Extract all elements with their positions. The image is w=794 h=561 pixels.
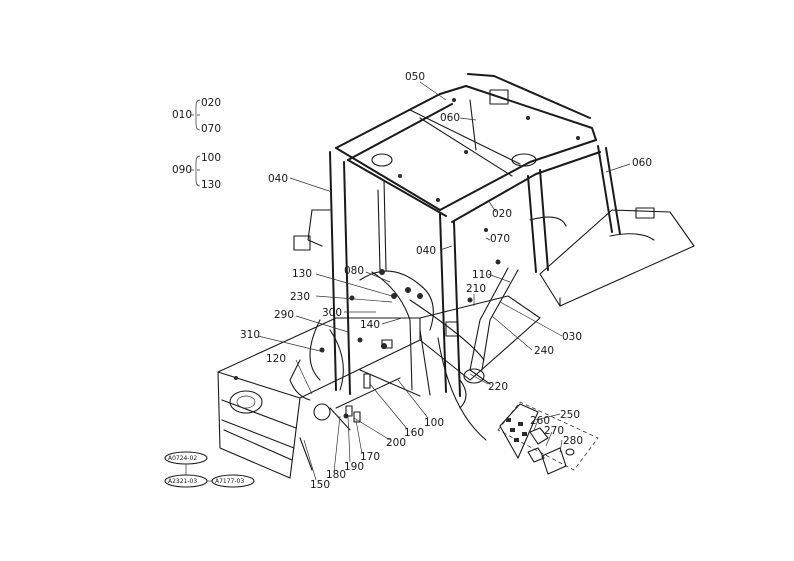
part-labels: 050 060 060 040 020 040 070 080 130 230 … (240, 71, 652, 491)
legend-code: 010 (172, 109, 192, 121)
ref-code-3: A7177-03 (215, 478, 244, 485)
part-label-270: 270 (544, 425, 564, 437)
tractor-body (217, 207, 695, 479)
reference-codes: A0724-02 A2321-03 A7177-03 (164, 451, 255, 488)
legend-010: 010 020 070 (172, 97, 221, 135)
part-label-280: 280 (563, 435, 583, 447)
part-label-070: 070 (490, 233, 510, 245)
part-label-220: 220 (488, 381, 508, 393)
part-label-150: 150 (310, 479, 330, 491)
part-label-230: 230 (290, 291, 310, 303)
part-label-040-left: 040 (268, 173, 288, 185)
ref-code-2: A2321-03 (168, 478, 197, 485)
part-label-120: 120 (266, 353, 286, 365)
wiring-harness (234, 98, 655, 471)
part-label-060-top: 060 (440, 112, 460, 124)
legend-090: 090 100 130 (172, 152, 221, 191)
legend-to: 070 (201, 123, 221, 135)
part-label-300: 300 (322, 307, 342, 319)
part-label-080: 080 (344, 265, 364, 277)
part-label-210: 210 (466, 283, 486, 295)
fuse-box-assembly (497, 401, 599, 475)
part-label-020: 020 (492, 208, 512, 220)
part-label-250: 250 (560, 409, 580, 421)
part-label-100: 100 (424, 417, 444, 429)
part-label-160: 160 (404, 427, 424, 439)
part-label-170: 170 (360, 451, 380, 463)
legend-from: 100 (201, 152, 221, 164)
ref-code-1: A0724-02 (168, 455, 197, 462)
part-label-040-mid: 040 (416, 245, 436, 257)
part-label-130: 130 (292, 268, 312, 280)
part-label-310: 310 (240, 329, 260, 341)
part-label-060-right: 060 (632, 157, 652, 169)
part-label-140: 140 (360, 319, 380, 331)
part-label-050: 050 (405, 71, 425, 83)
part-label-030: 030 (562, 331, 582, 343)
part-label-240: 240 (534, 345, 554, 357)
legend-code: 090 (172, 164, 192, 176)
part-label-200: 200 (386, 437, 406, 449)
legend-from: 020 (201, 97, 221, 109)
part-label-110: 110 (472, 269, 492, 281)
part-label-290: 290 (274, 309, 294, 321)
leader-lines (257, 81, 631, 481)
part-label-180: 180 (326, 469, 346, 481)
part-label-190: 190 (344, 461, 364, 473)
legend-to: 130 (201, 179, 221, 191)
part-label-260: 260 (530, 415, 550, 427)
